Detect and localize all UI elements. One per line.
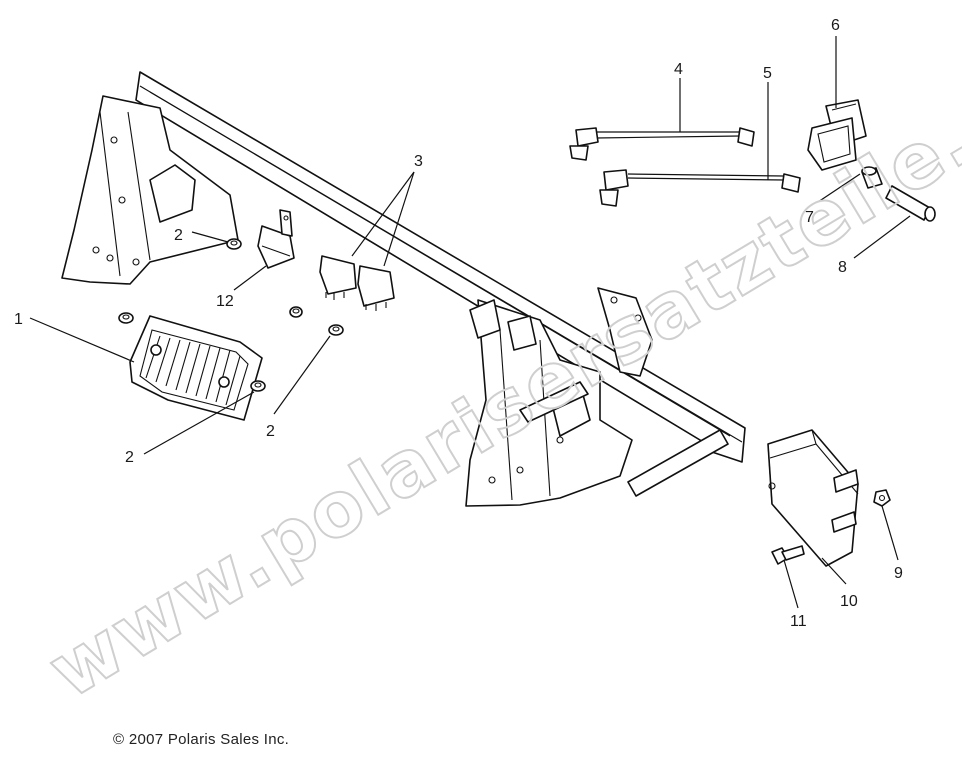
relays (319, 255, 395, 311)
callout-3: 3 (414, 153, 423, 170)
callout-12: 12 (216, 293, 234, 310)
callout-7: 7 (805, 209, 814, 226)
connector-block (807, 99, 867, 171)
callout-2-upper: 2 (174, 227, 183, 244)
speed-sensor-upper (569, 127, 755, 161)
nut (873, 489, 891, 507)
hex-bolt (771, 545, 805, 565)
ecu-module (767, 429, 859, 567)
voltage-regulator (129, 315, 263, 421)
pin (885, 185, 936, 222)
callout-2-lower-left: 2 (125, 449, 134, 466)
copyright-notice: © 2007 Polaris Sales Inc. (113, 731, 290, 748)
callout-labels: 1 2 2 2 3 4 5 6 7 8 9 10 11 12 (14, 17, 903, 630)
callout-10: 10 (840, 593, 858, 610)
speed-sensor-lower (599, 169, 801, 207)
callout-4: 4 (674, 61, 683, 78)
leader-lines (29, 36, 911, 609)
callout-5: 5 (763, 65, 772, 82)
main-relay (257, 209, 295, 269)
frame-rail (61, 71, 746, 507)
callout-9: 9 (894, 565, 903, 582)
callout-8: 8 (838, 259, 847, 276)
callout-2-center: 2 (266, 423, 275, 440)
sleeve (861, 166, 883, 189)
callout-1: 1 (14, 311, 23, 328)
bolts (118, 238, 344, 392)
callout-6: 6 (831, 17, 840, 34)
callout-11: 11 (790, 613, 807, 630)
